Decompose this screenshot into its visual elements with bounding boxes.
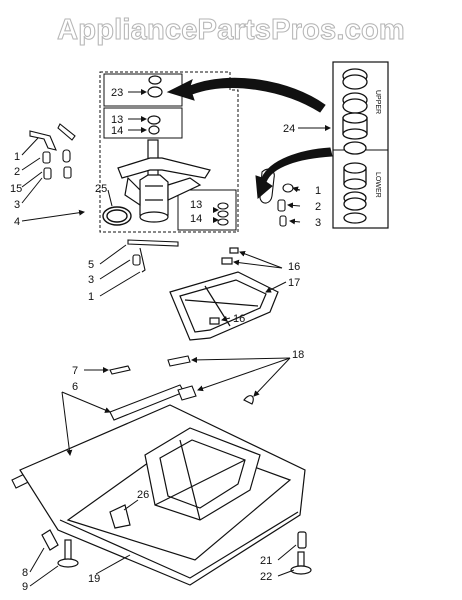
callout-6: 6 [72,381,78,393]
inset-label-upper: UPPER [374,90,381,114]
callout-24: 24 [283,123,295,135]
callout-14-upper: 14 [111,125,123,137]
bearing-parts-side [217,202,229,226]
callout-13-upper: 13 [111,114,123,126]
bearing-kit-inset: UPPER LOWER [332,61,389,229]
callout-25: 25 [95,183,107,195]
callout-17: 17 [288,277,300,289]
transmission-hub [117,139,211,223]
leveling-feet [41,529,312,575]
callout-3-left: 3 [14,199,20,211]
callout-3-lower: 3 [88,274,94,286]
callout-3-right: 3 [315,217,321,229]
callout-18: 18 [292,349,304,361]
inset-arrows [166,77,333,200]
callout-2-right: 2 [315,201,321,213]
callout-15: 15 [10,183,22,195]
callout-16-top: 16 [288,261,300,273]
callout-23: 23 [111,87,123,99]
callout-4: 4 [14,216,20,228]
callout-13-side: 13 [190,199,202,211]
mounting-hardware-left [29,123,76,180]
seal-ring [102,206,132,226]
callout-1-right: 1 [315,185,321,197]
hub-plate [169,247,279,341]
callout-21: 21 [260,555,272,567]
callout-22: 22 [260,571,272,583]
callout-19: 19 [88,573,100,585]
leader-lines [21,137,301,587]
hub-bracket-lower [127,239,179,273]
callout-8: 8 [22,567,28,579]
callout-16-plate: 16 [233,313,245,325]
base-frame [19,404,306,586]
callout-2-left: 2 [14,166,20,178]
bearing-parts-upper [147,75,163,135]
callout-9: 9 [22,581,28,593]
callout-26: 26 [137,489,149,501]
callout-14-side: 14 [190,213,202,225]
callout-1-left: 1 [14,151,20,163]
callout-5: 5 [88,259,94,271]
watermark: AppliancePartsPros.com [57,14,405,47]
callout-7: 7 [72,365,78,377]
inset-label-lower: LOWER [374,172,381,198]
callout-labels: 23 13 14 24 1 2 15 3 4 25 1 2 3 13 14 5 … [10,87,321,593]
callout-1-lower: 1 [88,291,94,303]
